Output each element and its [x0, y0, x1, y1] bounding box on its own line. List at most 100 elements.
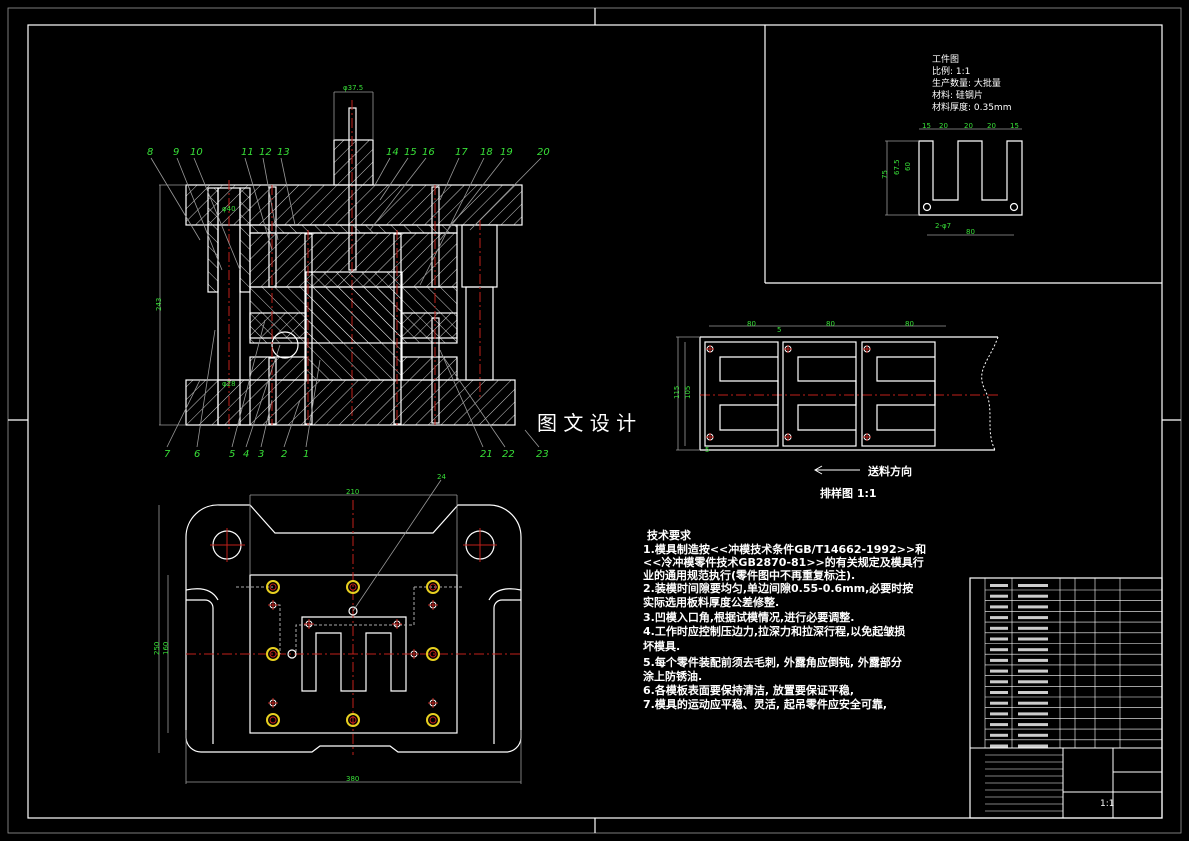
part-label: 13	[277, 147, 290, 158]
tech-requirement-line: 坏模具.	[643, 639, 680, 653]
leader-line	[262, 157, 279, 241]
tech-requirement-line: 业的通用规范执行(零件图中不再重复标注).	[643, 568, 855, 582]
title-block-cell-text	[990, 680, 1008, 684]
leader-line	[150, 157, 201, 241]
title-block-cell-text	[1018, 648, 1048, 652]
screw-center	[269, 716, 277, 724]
part-label: 6	[194, 449, 200, 460]
dim-width-inner: 210	[346, 488, 359, 496]
title-block-scale: 1:1	[1100, 799, 1114, 809]
screw-hole	[426, 647, 440, 661]
screw-hole	[426, 580, 440, 594]
workpiece-dim-hole: 2-φ7	[935, 222, 951, 230]
leader-line	[369, 157, 427, 231]
tech-requirement-line: <<冷冲模零件技术GB2870-81>>的有关规定及模具行	[643, 555, 924, 569]
part-label: 10	[190, 147, 203, 158]
screw-hole	[266, 647, 280, 661]
title-block-cell-text	[990, 733, 1008, 737]
tech-requirement-line: 涂上防锈油.	[643, 669, 702, 683]
drawing-frame	[7, 7, 1182, 834]
title-block-cell-text	[990, 658, 1008, 662]
part-label: 16	[422, 147, 435, 158]
part-label: 18	[480, 147, 493, 158]
title-block-cell-text	[990, 626, 1008, 630]
screw-center	[429, 650, 437, 658]
leader-line	[439, 349, 484, 448]
part-label: 15	[404, 147, 417, 158]
screw-center	[269, 583, 277, 591]
part-label: 9	[173, 147, 179, 158]
title-block-cell-text	[990, 712, 1008, 716]
title-block-cell-text	[1018, 744, 1048, 748]
part-label: 12	[259, 147, 272, 158]
tech-requirement-line: 3.凹模入口角,根据试模情况,进行必要调整.	[643, 610, 854, 624]
title-block-cell-text	[990, 605, 1008, 609]
screw-hole	[426, 713, 440, 727]
leader-line	[196, 329, 216, 448]
part-label: 17	[455, 147, 468, 158]
leader-line	[176, 157, 223, 271]
dim-guide-top: φ40	[222, 205, 236, 213]
title-block-cell-text	[1018, 626, 1048, 630]
workpiece-dim-top: 20	[939, 122, 948, 130]
leader-line	[469, 157, 542, 231]
tech-requirement-line: 2.装模时间隙要均匀,单边间隙0.55-0.6mm,必要时按	[643, 581, 913, 595]
tech-requirement-line: 7.模具的运动应平稳、灵活, 起吊零件应安全可靠,	[643, 697, 887, 711]
feed-direction: 送料方向	[867, 464, 912, 478]
title-block-cell-text	[990, 669, 1008, 673]
title-block-cell-text	[1018, 584, 1048, 587]
part-label: 21	[480, 449, 493, 460]
leader-line	[305, 359, 321, 448]
dim-height: 243	[155, 298, 163, 311]
plan-label: 24	[437, 473, 446, 481]
plan-view: 24 210 380 250 160	[153, 473, 522, 784]
title-block-cell-text	[1018, 669, 1048, 673]
part-label: 7	[164, 449, 171, 460]
part-label: 8	[147, 147, 153, 158]
workpiece-dim-left: 60	[904, 162, 912, 171]
workpiece-material: 材料: 硅钢片	[932, 89, 983, 101]
e-part-outline	[876, 356, 936, 431]
pin-center	[268, 600, 278, 610]
leader-line	[379, 157, 409, 201]
pin-center	[392, 619, 402, 629]
workpiece-dim-bottom: 80	[966, 228, 975, 236]
e-part-outline	[797, 356, 857, 431]
leader-line	[374, 157, 391, 186]
title-block-cell-text	[990, 701, 1008, 705]
screw-center	[429, 716, 437, 724]
strip-dim-top: 80	[747, 320, 756, 328]
workpiece-dim-top: 15	[1010, 122, 1019, 130]
part-label: 4	[243, 449, 249, 460]
dim-width-outer: 380	[346, 775, 359, 783]
title-block-cell-text	[1018, 733, 1048, 737]
leader-line	[244, 157, 273, 251]
title-block-cell-text	[1018, 594, 1048, 598]
leader-line	[231, 319, 266, 448]
hole-center	[863, 345, 871, 353]
part-label: 11	[241, 147, 254, 158]
leader-line	[260, 399, 273, 448]
hole-center	[706, 345, 714, 353]
screw-hole	[346, 713, 360, 727]
hole-center	[706, 433, 714, 441]
title-block-cell-text	[990, 594, 1008, 598]
leader-line	[166, 379, 201, 448]
screw-hole	[266, 713, 280, 727]
strip-caption: 排样图 1:1	[820, 486, 877, 500]
watermark: 图 文 设 计	[537, 411, 636, 435]
pin-hole	[287, 649, 297, 659]
strip-dim-top: 80	[826, 320, 835, 328]
leader-line	[439, 157, 460, 201]
leader-line	[280, 157, 296, 226]
workpiece-quantity: 生产数量: 大批量	[932, 77, 1001, 89]
part-label: 5	[229, 449, 235, 460]
dim-height-inner: 160	[162, 642, 170, 655]
leader-lines	[150, 157, 542, 448]
screw-center	[349, 583, 357, 591]
workpiece-dim-top: 20	[964, 122, 973, 130]
leader-line	[283, 399, 301, 448]
workpiece-dim-top: 15	[922, 122, 931, 130]
